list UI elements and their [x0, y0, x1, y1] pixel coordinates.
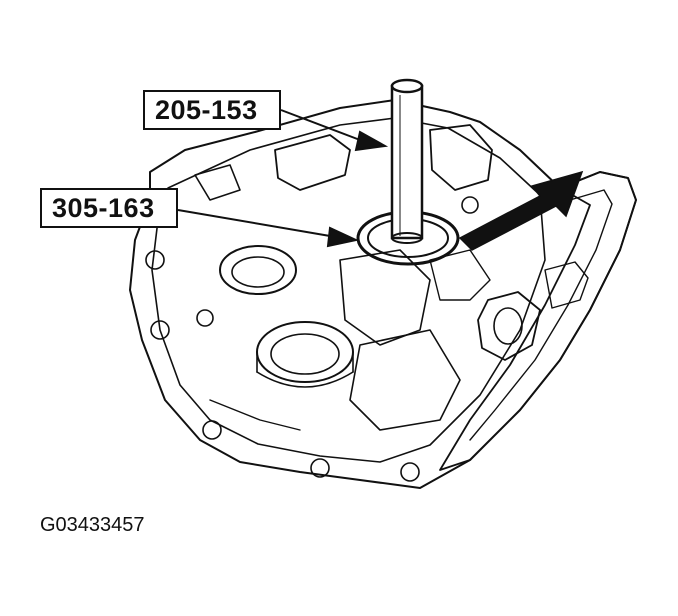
left-bore	[219, 245, 297, 295]
arrow-head-205	[354, 130, 389, 152]
tool-label-205-153: 205-153	[143, 90, 281, 130]
leader-line-305	[177, 209, 331, 237]
arrow-head-305	[326, 226, 360, 248]
side-plate	[439, 171, 637, 471]
leader-line-205	[280, 109, 361, 141]
direction-arrow	[458, 170, 584, 251]
side-plate-opening	[477, 291, 541, 361]
tool-label-305-163: 305-163	[40, 188, 178, 228]
figure-id: G03433457	[40, 514, 145, 536]
housing-flange	[151, 117, 546, 463]
installer-tool-shaft	[390, 78, 424, 244]
